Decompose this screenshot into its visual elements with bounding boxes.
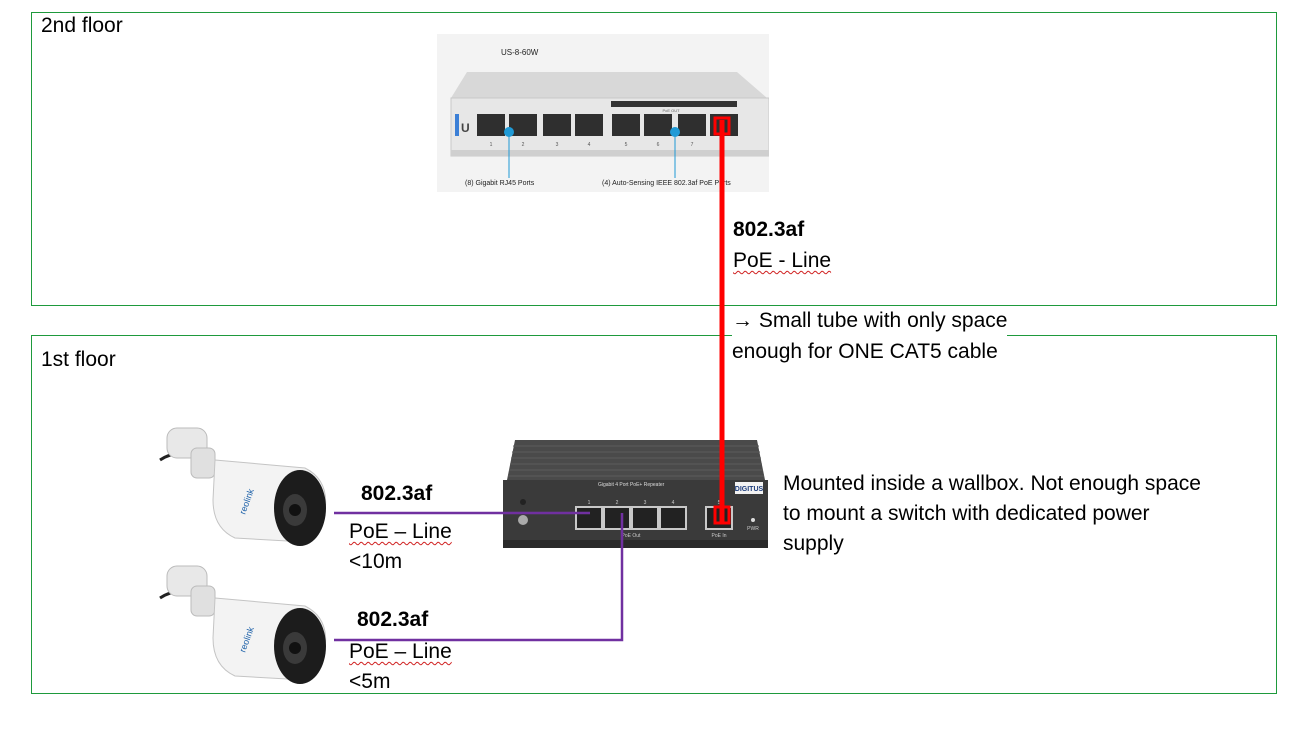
poe-out-label: PoE OUT [662,108,680,113]
uplink-standard-text: 802.3af [733,218,805,241]
camera-1-standard-text: 802.3af [361,482,433,505]
camera-2-standard-text: 802.3af [357,608,429,631]
switch-port-number: 3 [556,142,559,148]
camera-1-line-label: PoE – Line [349,517,452,547]
switch-port-number: 7 [691,142,694,148]
repeater-poe-out-label: PoE Out [622,533,642,539]
switch-port-number: 4 [588,142,591,148]
poe-switch-illustration: U PoE OUT 1 2 3 4 5 6 7 (8) Gigabit RJ45… [437,34,770,192]
poe-switch: U PoE OUT 1 2 3 4 5 6 7 (8) Gigabit RJ45… [437,34,770,192]
repeater-port-number: 2 [616,500,619,506]
first-floor-label: 1st floor [41,348,116,372]
camera-1-standard-label: 802.3af [361,479,432,509]
repeater-port-number: 3 [644,500,647,506]
repeater-note-line-2: to mount a switch with dedicated power [783,502,1150,525]
repeater-in-port-marker [713,505,731,525]
repeater-port-number: 1 [588,500,591,506]
switch-caption-right: (4) Auto-Sensing IEEE 802.3af PoE Ports [602,180,731,187]
camera-1-line-text: PoE – Line [349,520,452,543]
switch-caption-left: (8) Gigabit RJ45 Ports [465,180,535,187]
repeater-port-number: 5 [718,500,721,506]
uplink-note-text-1: → Small tube with only space [732,309,1008,332]
repeater-port-number: 4 [672,500,675,506]
uplink-note-line1: → Small tube with only space [732,306,1008,336]
camera-2-standard-label: 802.3af [357,605,428,635]
repeater-poe-in-label: PoE In [711,533,726,539]
svg-text:U: U [461,121,470,135]
uplink-standard-label: 802.3af [733,215,804,245]
switch-model: US-8-60W [501,48,539,57]
repeater-title: Gigabit 4 Port PoE+ Repeater [598,482,665,488]
camera-2-line-label: PoE – Line [349,637,452,667]
camera-2: reolink [155,558,340,688]
switch-port-number: 1 [490,142,493,148]
second-floor-box [31,12,1277,306]
switch-port-number: 6 [657,142,660,148]
uplink-line-text: PoE - Line [733,249,832,272]
second-floor-label: 2nd floor [41,14,123,38]
first-floor-box [31,335,1277,694]
first-floor-text: 1st floor [41,348,116,371]
camera-2-illustration: reolink [159,565,327,684]
uplink-note-text-2: enough for ONE CAT5 cable [732,340,998,363]
uplink-port-marker [713,116,731,136]
camera-1-length-label: <10m [349,547,402,577]
uplink-line-label: PoE - Line [733,246,831,276]
camera-2-length-label: <5m [349,667,390,697]
camera-2-line-text: PoE – Line [349,640,452,663]
switch-port-number: 2 [522,142,525,148]
second-floor-text: 2nd floor [41,14,123,37]
camera-2-length-text: <5m [349,670,391,693]
camera-1: reolink [155,420,340,550]
camera-2-cable [334,513,624,642]
repeater-note: Mounted inside a wallbox. Not enough spa… [783,469,1201,559]
camera-1-illustration: reolink [159,427,327,546]
repeater-note-line-1: Mounted inside a wallbox. Not enough spa… [783,472,1201,495]
repeater-brand: DIGITUS [735,486,764,493]
repeater-note-line-3: supply [783,532,844,555]
camera-1-length-text: <10m [349,550,403,573]
switch-port-number: 5 [625,142,628,148]
uplink-note-line2: enough for ONE CAT5 cable [732,337,998,367]
repeater-pwr-label: PWR [747,526,759,532]
